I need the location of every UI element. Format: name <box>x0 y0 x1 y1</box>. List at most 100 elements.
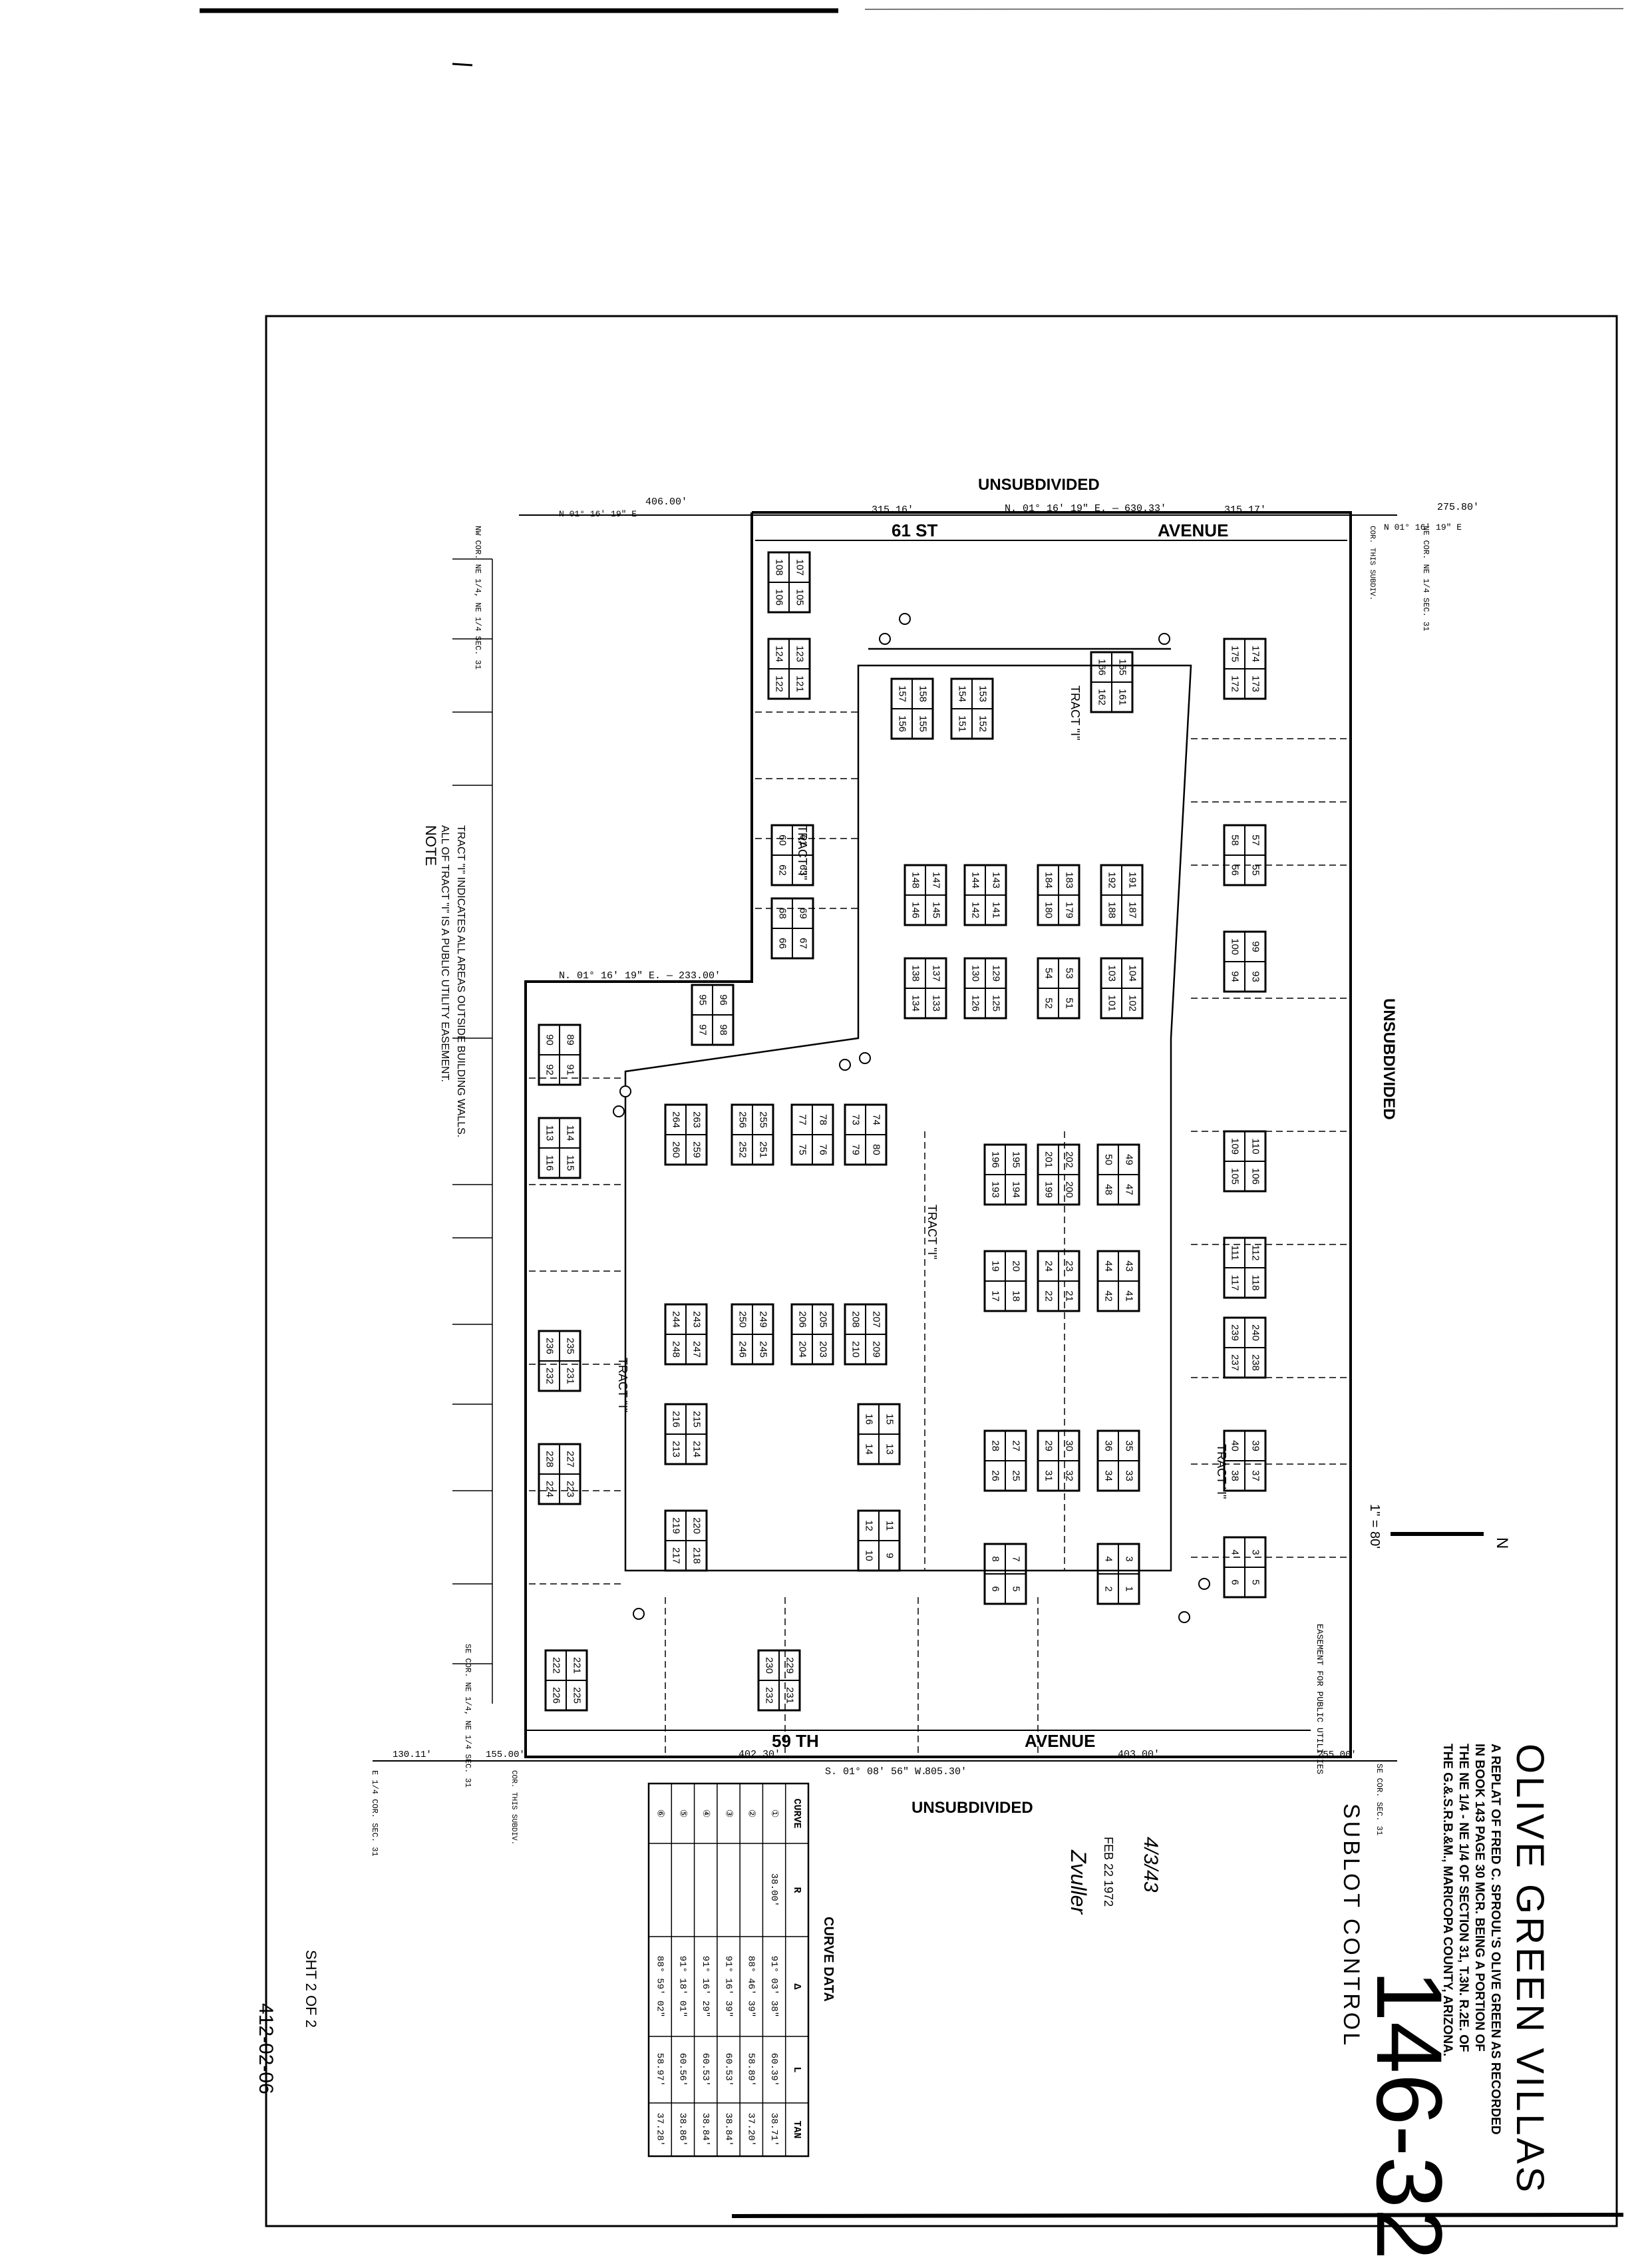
book-page-number: 146-32 <box>1357 1970 1462 2260</box>
unsubdivided-east: UNSUBDIVIDED <box>1380 998 1398 1120</box>
lot-number: 97 <box>697 1024 709 1036</box>
lot-number: 90 <box>544 1034 556 1045</box>
lot-number: 218 <box>691 1547 703 1564</box>
lot-number: 105 <box>1230 1168 1241 1185</box>
lot-number: 240 <box>1250 1324 1261 1341</box>
lot-number: 55 <box>1250 864 1261 876</box>
lot-number: 165 <box>1117 659 1128 675</box>
lot-number: 144 <box>970 872 981 888</box>
tract-label-1: TRACT "I" <box>1069 685 1082 740</box>
lot-number: 56 <box>1230 864 1241 876</box>
unsubdivided-south: UNSUBDIVIDED <box>911 1799 1033 1817</box>
lot-number: 264 <box>671 1111 682 1128</box>
lot-number: 220 <box>691 1517 703 1534</box>
lot-number: 175 <box>1230 646 1241 662</box>
curve-table-cell: 91° 18' 01" <box>677 1956 688 2017</box>
curve-table-cell: 60.56' <box>677 2053 688 2086</box>
bottom-ext-right: 255.00' <box>1317 1750 1357 1760</box>
lot-number: 154 <box>957 685 968 702</box>
lot-number: 111 <box>1230 1245 1241 1260</box>
tract-outline <box>624 648 1192 1572</box>
lot-number: 31 <box>1043 1470 1055 1481</box>
curve-table-cell: 37.28' <box>654 2113 665 2146</box>
curve-table-cell: 88° 59' 02" <box>654 1956 665 2017</box>
curve-table-cell: 60.39' <box>768 2053 779 2086</box>
scale-label: 1" = 80' <box>1367 1504 1382 1549</box>
nw-corner: NW COR. NE 1/4, NE 1/4 SEC. 31 <box>473 526 482 669</box>
lot-number: 103 <box>1106 965 1118 982</box>
lot-number: 222 <box>551 1657 562 1674</box>
lot-number: 1 <box>1124 1586 1135 1591</box>
corner-labels: NW COR. NE 1/4, NE 1/4 SEC. 31 NE COR. N… <box>370 526 1430 1857</box>
parcel-lines <box>529 711 1347 1754</box>
cor-this-subdiv-sw: COR. THIS SUBDIV. <box>510 1770 518 1845</box>
lot-number: 48 <box>1103 1184 1114 1195</box>
lot-number: 193 <box>990 1181 1001 1198</box>
lot-number: 5 <box>1250 1579 1261 1585</box>
lot-number: 236 <box>544 1338 556 1354</box>
lot-number: 68 <box>777 908 788 919</box>
e-quarter-corner: E 1/4 COR. SEC. 31 <box>370 1770 379 1857</box>
lot-number: 51 <box>1064 998 1075 1009</box>
lot-number: 230 <box>764 1657 775 1674</box>
lot-number: 7 <box>1011 1556 1022 1561</box>
lot-number: 62 <box>777 864 788 876</box>
recording-date: 4/3/43 <box>1140 1837 1162 1893</box>
lot-number: 148 <box>910 872 921 888</box>
lot-number: 238 <box>1250 1354 1261 1371</box>
lot-number: 209 <box>871 1341 882 1358</box>
lot-number: 155 <box>917 715 929 732</box>
lot-number: 191 <box>1127 872 1138 888</box>
lot-number: 142 <box>970 902 981 918</box>
curve-table-header: TAN <box>791 2120 802 2138</box>
lot-number: 138 <box>910 965 921 982</box>
lot-number: 15 <box>884 1414 896 1425</box>
curve-table-cell: ⑤ <box>677 1809 688 1818</box>
lot-number: 235 <box>565 1338 576 1354</box>
lot-number: 4 <box>1103 1556 1114 1561</box>
lot-number: 147 <box>931 872 942 888</box>
document-number: 412-02-06 <box>255 2003 277 2094</box>
lot-number: 200 <box>1064 1181 1075 1198</box>
lot-number: 108 <box>774 559 785 576</box>
lot-number: 66 <box>777 938 788 949</box>
north-arrow: N <box>1391 1532 1511 1549</box>
lot-number: 89 <box>565 1034 576 1045</box>
lot-number: 16 <box>864 1414 875 1425</box>
lot-number: 3 <box>1124 1556 1135 1561</box>
lot-number: 74 <box>871 1114 882 1125</box>
lot-number: 96 <box>718 994 729 1006</box>
lot-number: 180 <box>1043 902 1055 918</box>
lot-number: 40 <box>1230 1440 1241 1451</box>
lot-number: 49 <box>1124 1154 1135 1165</box>
lot-number: 41 <box>1124 1290 1135 1302</box>
lot-number: 11 <box>884 1521 896 1531</box>
top-line-bearing: N. 01° 16' 19" E. — 630.33' <box>1005 503 1166 514</box>
lot-number: 146 <box>910 902 921 918</box>
lot-number: 102 <box>1127 995 1138 1012</box>
easement-label: EASEMENT FOR PUBLIC UTILITIES <box>1315 1624 1325 1774</box>
lot-number: 134 <box>910 995 921 1012</box>
lot-number: 223 <box>565 1481 576 1497</box>
lot-number: 195 <box>1011 1151 1022 1168</box>
lot-number: 156 <box>897 715 908 732</box>
lot-number: 35 <box>1124 1440 1135 1451</box>
lot-number: 106 <box>774 589 785 606</box>
lot-number: 259 <box>691 1141 703 1158</box>
lot-number: 6 <box>990 1586 1001 1591</box>
lot-number: 145 <box>931 902 942 918</box>
lot-number: 42 <box>1103 1290 1114 1302</box>
bearing-ne: N 01° 16' 19" E <box>1384 522 1462 532</box>
